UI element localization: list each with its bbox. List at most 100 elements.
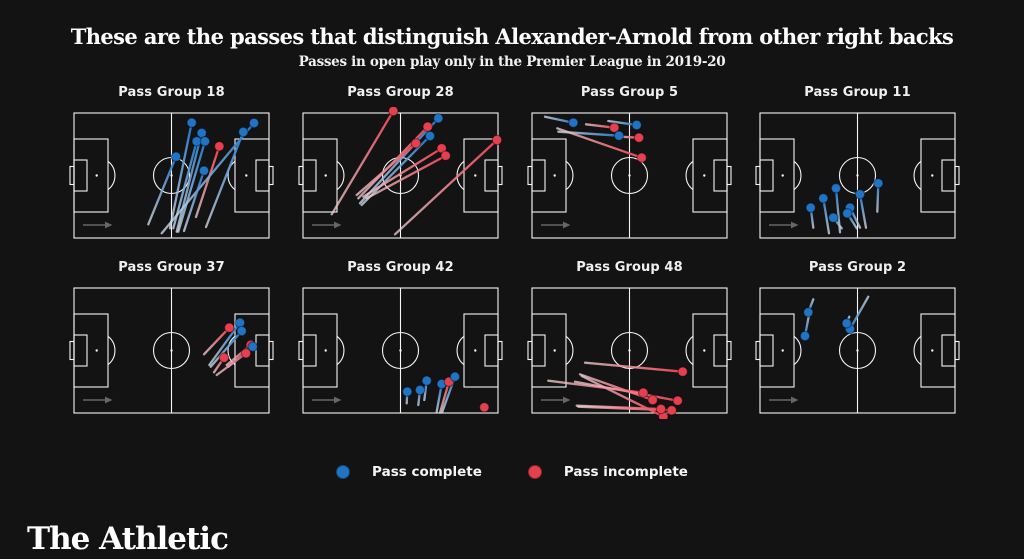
pass-line — [204, 130, 245, 229]
pitch — [527, 287, 732, 422]
pass-end-dot — [799, 330, 811, 342]
pass-end-dot — [402, 386, 413, 397]
pass-line — [330, 109, 395, 216]
pass-line — [209, 329, 243, 368]
penalty-spot-right — [703, 349, 706, 352]
pass-line — [365, 154, 447, 200]
pass-end-dot — [214, 140, 225, 152]
pass-end-dot — [422, 121, 433, 132]
direction-arrow-icon — [312, 221, 342, 229]
pass-line — [438, 380, 451, 414]
pass-line — [215, 352, 248, 377]
pitch-panel-pass-group-18: Pass Group 18 — [69, 85, 274, 248]
panel-title: Pass Group 11 — [804, 85, 911, 100]
pass-line — [584, 123, 616, 129]
pitch — [69, 287, 274, 414]
pass-end-dot — [440, 150, 451, 161]
pass-end-dot — [424, 130, 436, 142]
pass-line — [160, 121, 256, 235]
penalty-spot-right — [474, 349, 477, 352]
pass-end-dot — [638, 387, 649, 398]
pass-end-dot — [631, 119, 642, 131]
pass-line — [175, 131, 203, 233]
pass-end-dot — [238, 126, 249, 138]
direction-arrow-icon — [312, 396, 342, 404]
pass-end-dot — [388, 105, 399, 117]
panel-title: Pass Group 37 — [118, 260, 225, 275]
pass-line — [355, 142, 418, 197]
penalty-spot-right — [931, 174, 934, 177]
pass-end-dot — [842, 208, 853, 219]
panel-title: Pass Group 28 — [347, 85, 454, 100]
penalty-spot-left — [781, 174, 784, 177]
chart-title: These are the passes that distinguish Al… — [70, 24, 954, 49]
pitch — [527, 112, 732, 239]
pass-end-dot — [433, 113, 444, 124]
pass-end-dot — [186, 117, 197, 128]
pass-line — [577, 405, 673, 412]
pass-line — [202, 326, 231, 356]
pitch-panel-pass-group-28: Pass Group 28 — [298, 85, 503, 248]
legend: Pass complete Pass incomplete — [0, 464, 1024, 480]
pitch-panel-pass-group-11: Pass Group 11 — [755, 85, 960, 248]
pass-line — [177, 140, 207, 233]
pass-end-dot — [830, 183, 842, 194]
pass-line — [147, 155, 178, 226]
pitch-panel-pass-group-5: Pass Group 5 — [527, 85, 732, 248]
legend-item-incomplete: Pass incomplete — [527, 464, 688, 480]
pass-line — [360, 134, 432, 207]
pass-line — [168, 121, 193, 230]
pass-end-dot — [218, 352, 230, 363]
pass-end-dot — [802, 306, 814, 318]
pass-end-dot — [567, 117, 579, 128]
pass-line — [583, 361, 684, 373]
pass-end-dot — [633, 132, 645, 143]
panel-title: Pass Group 48 — [576, 260, 683, 275]
direction-arrow-icon — [83, 396, 113, 404]
pass-end-dot — [199, 135, 211, 147]
pass-end-dot — [170, 151, 182, 162]
pass-complete-dot-icon — [336, 465, 351, 479]
pass-end-dot — [414, 384, 426, 396]
direction-arrow-icon — [83, 221, 113, 229]
center-spot — [170, 174, 173, 177]
legend-item-complete: Pass complete — [336, 464, 482, 480]
pass-line — [573, 380, 679, 402]
pass-end-dot — [636, 152, 647, 163]
pass-end-dot — [805, 202, 816, 213]
pass-incomplete-dot-icon — [527, 465, 542, 479]
pitch-panel-pass-group-37: Pass Group 37 — [69, 260, 274, 423]
penalty-spot-left — [553, 349, 556, 352]
pass-end-dot — [240, 348, 252, 359]
pass-end-dot — [873, 178, 884, 189]
pass-end-dot — [421, 375, 432, 386]
pass-end-dot — [491, 134, 503, 146]
pass-line — [848, 295, 870, 331]
pass-end-dot — [410, 137, 422, 149]
chart-subtitle: Passes in open play only in the Premier … — [298, 54, 726, 70]
pitch — [755, 287, 960, 414]
panel-title: Pass Group 42 — [347, 260, 454, 275]
pass-end-dot — [854, 189, 866, 200]
pitch-panel-pass-group-42: Pass Group 42 — [298, 260, 503, 423]
pass-line — [876, 182, 880, 213]
pitch-panel-pass-group-2: Pass Group 2 — [755, 260, 960, 423]
legend-label-incomplete: Pass incomplete — [563, 464, 688, 480]
pass-end-dot — [479, 402, 490, 413]
pass-line — [194, 145, 221, 219]
panel-title: Pass Group 2 — [808, 260, 907, 275]
pitch — [755, 112, 960, 239]
legend-label-complete: Pass complete — [372, 464, 482, 480]
pass-end-dot — [817, 193, 829, 204]
center-spot — [628, 349, 631, 352]
penalty-spot-left — [324, 174, 327, 177]
penalty-spot-left — [781, 349, 784, 352]
penalty-spot-left — [95, 349, 98, 352]
pitch-panel-pass-group-48: Pass Group 48 — [527, 260, 732, 423]
pass-end-dot — [841, 317, 852, 329]
panel-title: Pass Group 5 — [580, 85, 679, 100]
pitch — [298, 287, 503, 414]
penalty-spot-left — [324, 349, 327, 352]
center-spot — [856, 174, 859, 177]
pass-end-dot — [224, 322, 235, 333]
